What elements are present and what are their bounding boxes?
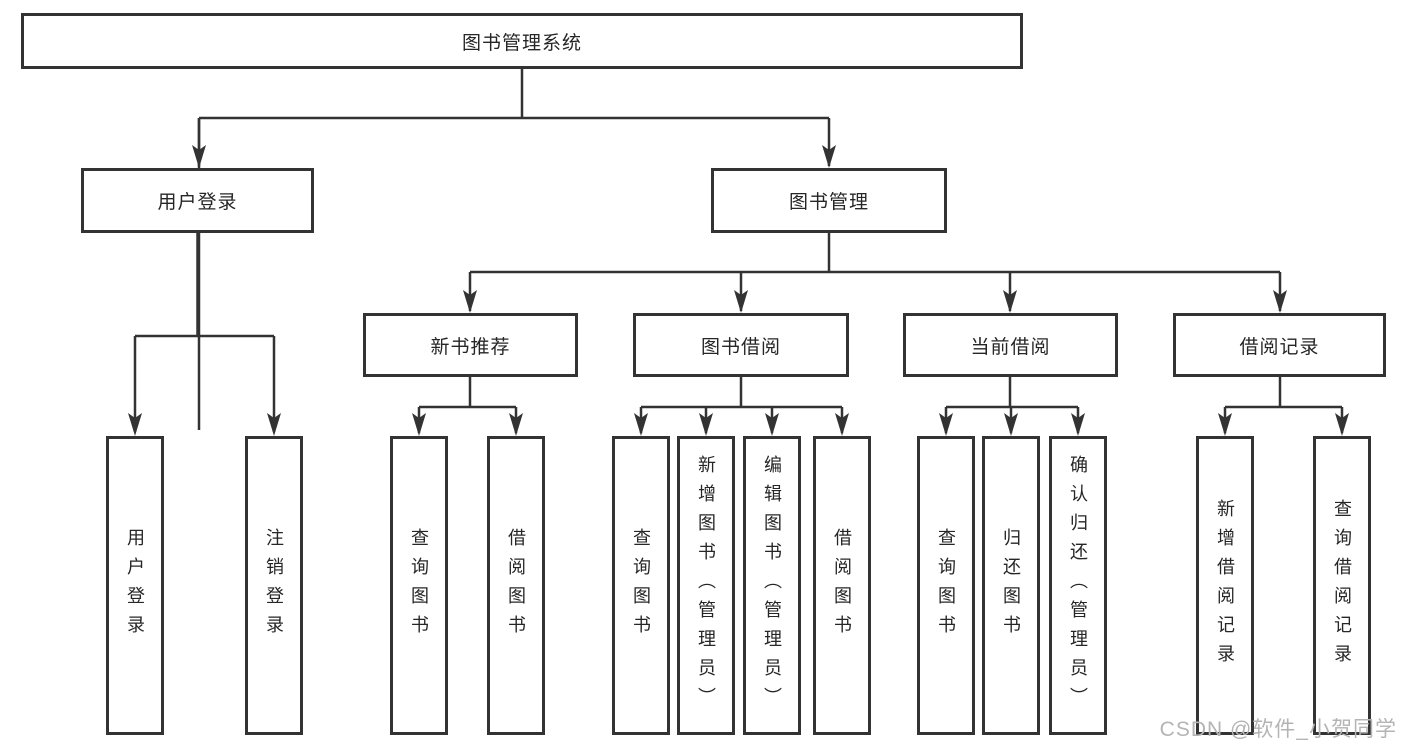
- leaf-label: 查询图书: [936, 527, 956, 644]
- leaf-borrow-books-recommend: 借阅图书: [487, 436, 545, 735]
- leaf-borrow-books: 借阅图书: [813, 436, 871, 735]
- node-label: 当前借阅: [970, 336, 1051, 358]
- leaf-label: 确认归还（管理员）: [1068, 455, 1088, 716]
- leaf-add-book-admin: 新增图书（管理员）: [677, 436, 735, 735]
- node-label: 新书推荐: [430, 336, 511, 358]
- leaf-query-books-current: 查询图书: [917, 436, 975, 735]
- leaf-label: 借阅图书: [506, 527, 526, 644]
- node-new-book-recommend: 新书推荐: [363, 313, 578, 377]
- leaf-query-borrow-record: 查询借阅记录: [1313, 436, 1371, 735]
- leaf-query-books-recommend: 查询图书: [390, 436, 448, 735]
- leaf-confirm-return-admin: 确认归还（管理员）: [1049, 436, 1107, 735]
- leaf-label: 新增借阅记录: [1215, 498, 1235, 673]
- leaf-logout: 注销登录: [245, 436, 303, 735]
- node-label: 借阅记录: [1239, 336, 1320, 358]
- node-library-management-system: 图书管理系统: [21, 13, 1023, 69]
- leaf-user-login: 用户登录: [106, 436, 164, 735]
- leaf-label: 编辑图书（管理员）: [762, 455, 782, 716]
- leaf-label: 新增图书（管理员）: [696, 455, 716, 716]
- node-label: 图书管理: [788, 192, 869, 213]
- leaf-edit-book-admin: 编辑图书（管理员）: [743, 436, 801, 735]
- node-label: 图书借阅: [700, 336, 781, 358]
- leaf-query-books-borrow: 查询图书: [612, 436, 670, 735]
- leaf-label: 用户登录: [125, 527, 145, 644]
- node-user-login: 用户登录: [81, 168, 314, 233]
- leaf-label: 查询图书: [409, 527, 429, 644]
- leaf-label: 归还图书: [1001, 527, 1021, 644]
- leaf-label: 查询借阅记录: [1332, 498, 1352, 673]
- csdn-watermark: CSDN @软件_小贺同学: [1159, 718, 1397, 741]
- node-book-management: 图书管理: [711, 168, 947, 233]
- leaf-label: 查询图书: [631, 527, 651, 644]
- leaf-label: 借阅图书: [832, 527, 852, 644]
- leaf-add-borrow-record: 新增借阅记录: [1196, 436, 1254, 735]
- leaf-label: 注销登录: [264, 527, 284, 644]
- node-current-borrow: 当前借阅: [903, 313, 1118, 377]
- leaf-return-book: 归还图书: [982, 436, 1040, 735]
- node-borrow-records: 借阅记录: [1173, 313, 1386, 377]
- node-label: 用户登录: [157, 192, 238, 213]
- node-label: 图书管理系统: [461, 32, 582, 54]
- node-book-borrow: 图书借阅: [633, 313, 849, 377]
